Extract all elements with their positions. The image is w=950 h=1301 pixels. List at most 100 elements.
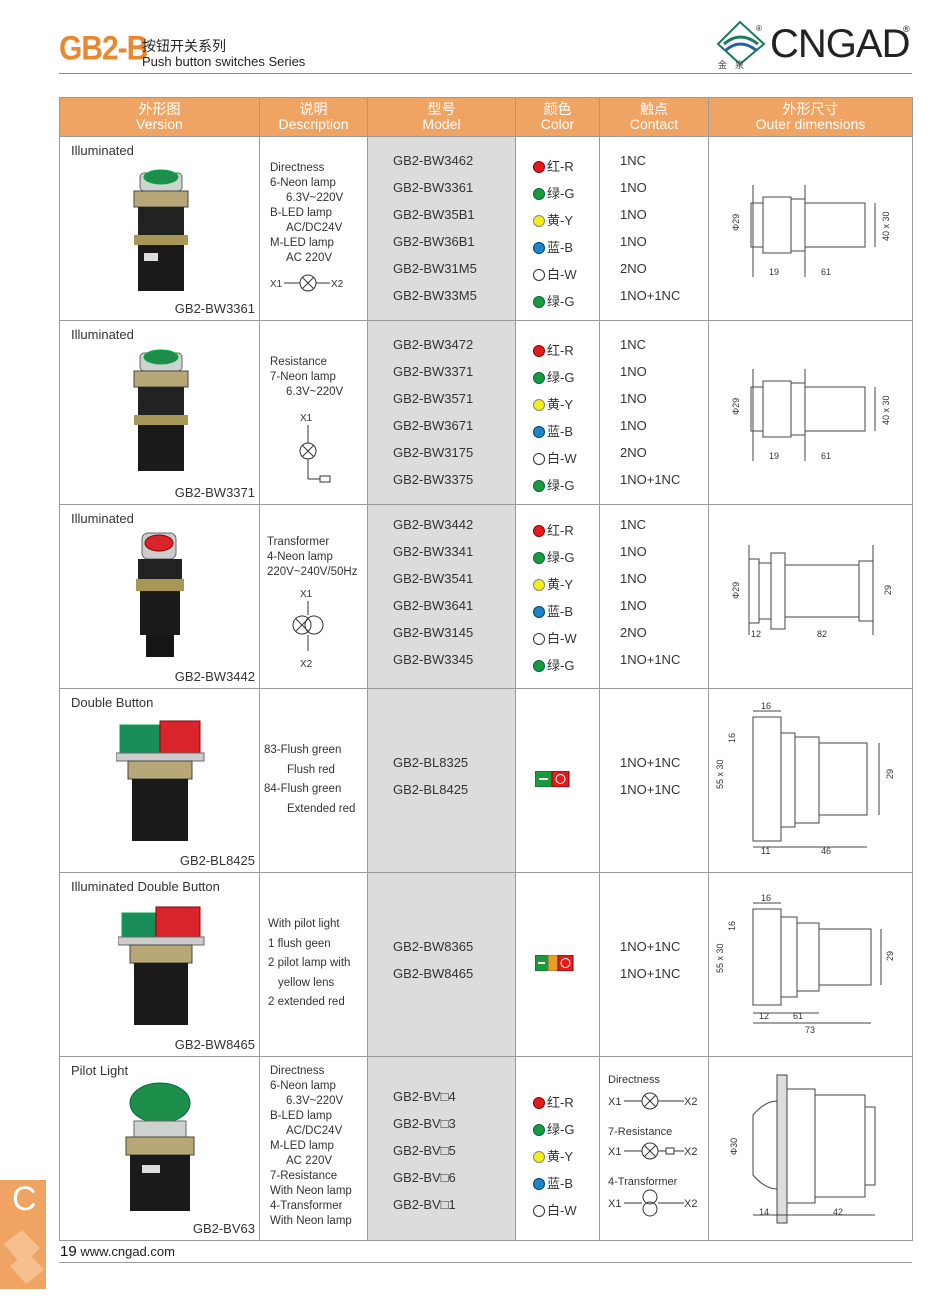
- color-label: 绿-G: [547, 293, 575, 309]
- product-photo: [136, 532, 184, 657]
- photo-model-label: GB2-BW3442: [174, 669, 255, 684]
- svg-text:X1: X1: [270, 279, 283, 290]
- desc-line: 7-Resistance: [270, 1170, 338, 1182]
- svg-text:29: 29: [883, 585, 893, 595]
- double-button-color-icon: [535, 771, 570, 787]
- table-row: Illuminated Double Button GB2-BW8465 Wit…: [59, 872, 913, 1057]
- svg-text:X1: X1: [300, 589, 313, 600]
- section-tab-letter: C: [12, 1180, 37, 1218]
- contact-value: 1NO+1NC: [620, 939, 681, 954]
- svg-text:X2: X2: [300, 659, 313, 670]
- model-cell: GB2-BW3442 GB2-BW3341 GB2-BW3541 GB2-BW3…: [367, 504, 516, 689]
- color-label: 黄-Y: [547, 1148, 574, 1164]
- dimension-drawing: 16 16 55 x 30 11 46 29: [715, 701, 895, 856]
- color-label: 绿-G: [547, 657, 575, 673]
- product-photo: [125, 1082, 195, 1211]
- model-cell: GB2-BL8325 GB2-BL8425: [367, 688, 516, 873]
- table-row: Illuminated GB2-BW3371 Resistance 7-Neon…: [59, 320, 913, 505]
- svg-text:29: 29: [885, 769, 895, 779]
- series-title-cn: 按钮开关系列: [142, 38, 226, 54]
- color-label: 白-W: [547, 1202, 577, 1218]
- white-lamp-dot-icon: [533, 632, 545, 645]
- svg-text:29: 29: [885, 951, 895, 961]
- contact-cell: 1NC 1NO 1NO 1NO 2NO 1NO+1NC: [599, 504, 709, 689]
- svg-text:X2: X2: [684, 1146, 697, 1158]
- contact-value: 1NC: [620, 337, 647, 352]
- svg-text:X2: X2: [684, 1096, 697, 1108]
- white-lamp-dot-icon: [533, 452, 545, 465]
- lamp-symbol-icon: X1 X2: [270, 274, 344, 292]
- model-number: GB2-BV□1: [393, 1197, 456, 1212]
- svg-text:12: 12: [751, 629, 761, 639]
- contact-value: 1NC: [620, 517, 647, 532]
- desc-line: M-LED lamp: [270, 1140, 334, 1152]
- contact-value: 1NO: [620, 418, 647, 433]
- desc-line: B-LED lamp: [270, 207, 332, 219]
- model-number: GB2-BW8465: [393, 966, 474, 981]
- model-number: GB2-BW3442: [393, 517, 474, 532]
- logo-subtext: 金泉: [718, 60, 753, 70]
- svg-text:16: 16: [727, 921, 737, 931]
- model-number: GB2-BV□6: [393, 1170, 456, 1185]
- svg-text:55 x 30: 55 x 30: [715, 943, 725, 973]
- red-lamp-dot-icon: [533, 344, 545, 357]
- svg-text:16: 16: [761, 893, 771, 903]
- series-title-en: Push button switches Series: [142, 54, 306, 69]
- dimensions-cell: 16 16 55 x 30 11 46 29: [708, 688, 913, 873]
- contact-value: 2NO: [620, 625, 647, 640]
- svg-text:4-Transformer: 4-Transformer: [608, 1176, 678, 1188]
- contact-cell: 1NC 1NO 1NO 1NO 2NO 1NO+1NC: [599, 320, 709, 505]
- color-cell: [515, 872, 600, 1057]
- product-photo: [133, 169, 189, 291]
- desc-line: 4-Neon lamp: [267, 551, 333, 563]
- contact-symbols: Directness X1 X2 7-Resistance X1 X2: [608, 1074, 697, 1217]
- svg-text:46: 46: [821, 846, 831, 856]
- desc-line: 6.3V~220V: [286, 192, 344, 204]
- logo-registered-small: ®: [756, 24, 762, 33]
- dimensions-cell: Φ29 19 61 40 x 30: [708, 320, 913, 505]
- svg-text:11: 11: [761, 846, 770, 856]
- product-photo: [118, 906, 205, 1025]
- yellow-lamp-dot-icon: [533, 214, 545, 227]
- model-number: GB2-BW3472: [393, 337, 474, 352]
- blue-lamp-dot-icon: [533, 241, 545, 254]
- model-number: GB2-BW3375: [393, 472, 474, 487]
- model-number: GB2-BV□4: [393, 1089, 456, 1104]
- page-number: 19: [60, 1243, 77, 1260]
- white-lamp-dot-icon: [533, 268, 545, 281]
- contact-value: 1NO+1NC: [620, 652, 681, 667]
- transformer-icon: X1 X2: [292, 589, 324, 670]
- model-number: GB2-BW3671: [393, 418, 474, 433]
- svg-text:Φ29: Φ29: [731, 214, 741, 231]
- dimensions-cell: 16 16 55 x 30 12 61 73 29: [708, 872, 913, 1057]
- dimension-drawing: Φ30 14 42: [729, 1074, 876, 1224]
- model-number: GB2-BW3175: [393, 445, 474, 460]
- version-cell: Pilot Light GB2-BV63: [59, 1056, 260, 1241]
- color-label: 白-W: [547, 630, 577, 646]
- desc-line: With pilot light: [268, 918, 340, 930]
- desc-line: Extended red: [287, 802, 356, 815]
- contact-value: 1NO: [620, 234, 647, 249]
- color-label: 蓝-B: [547, 1175, 574, 1191]
- contact-value: 2NO: [620, 261, 647, 276]
- contact-value: 1NO+1NC: [620, 755, 681, 770]
- website-link[interactable]: www.cngad.com: [80, 1244, 175, 1259]
- contact-value: 1NO: [620, 544, 647, 559]
- green-lamp-dot-icon: [533, 659, 545, 672]
- color-label: 蓝-B: [547, 423, 574, 439]
- desc-line: 6.3V~220V: [286, 1095, 344, 1107]
- svg-text:X1: X1: [300, 413, 313, 424]
- desc-line: Transformer: [267, 536, 330, 548]
- desc-line: 2 pilot lamp with: [268, 957, 351, 969]
- model-cell: GB2-BW8365 GB2-BW8465: [367, 872, 516, 1057]
- contact-value: 1NO: [620, 598, 647, 613]
- desc-line: 1 flush geen: [268, 937, 331, 950]
- table-row: Illuminated GB2-BW3361 Directness 6-Neon…: [59, 136, 913, 321]
- color-label: 白-W: [547, 450, 577, 466]
- desc-line: Directness: [270, 1065, 325, 1077]
- desc-line: 2 extended red: [268, 996, 345, 1008]
- contact-value: 1NO: [620, 364, 647, 379]
